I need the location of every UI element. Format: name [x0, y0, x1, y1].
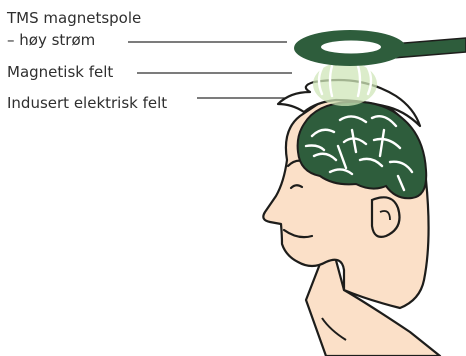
tms-coil-icon	[294, 30, 466, 66]
magnetic-field	[313, 62, 377, 106]
